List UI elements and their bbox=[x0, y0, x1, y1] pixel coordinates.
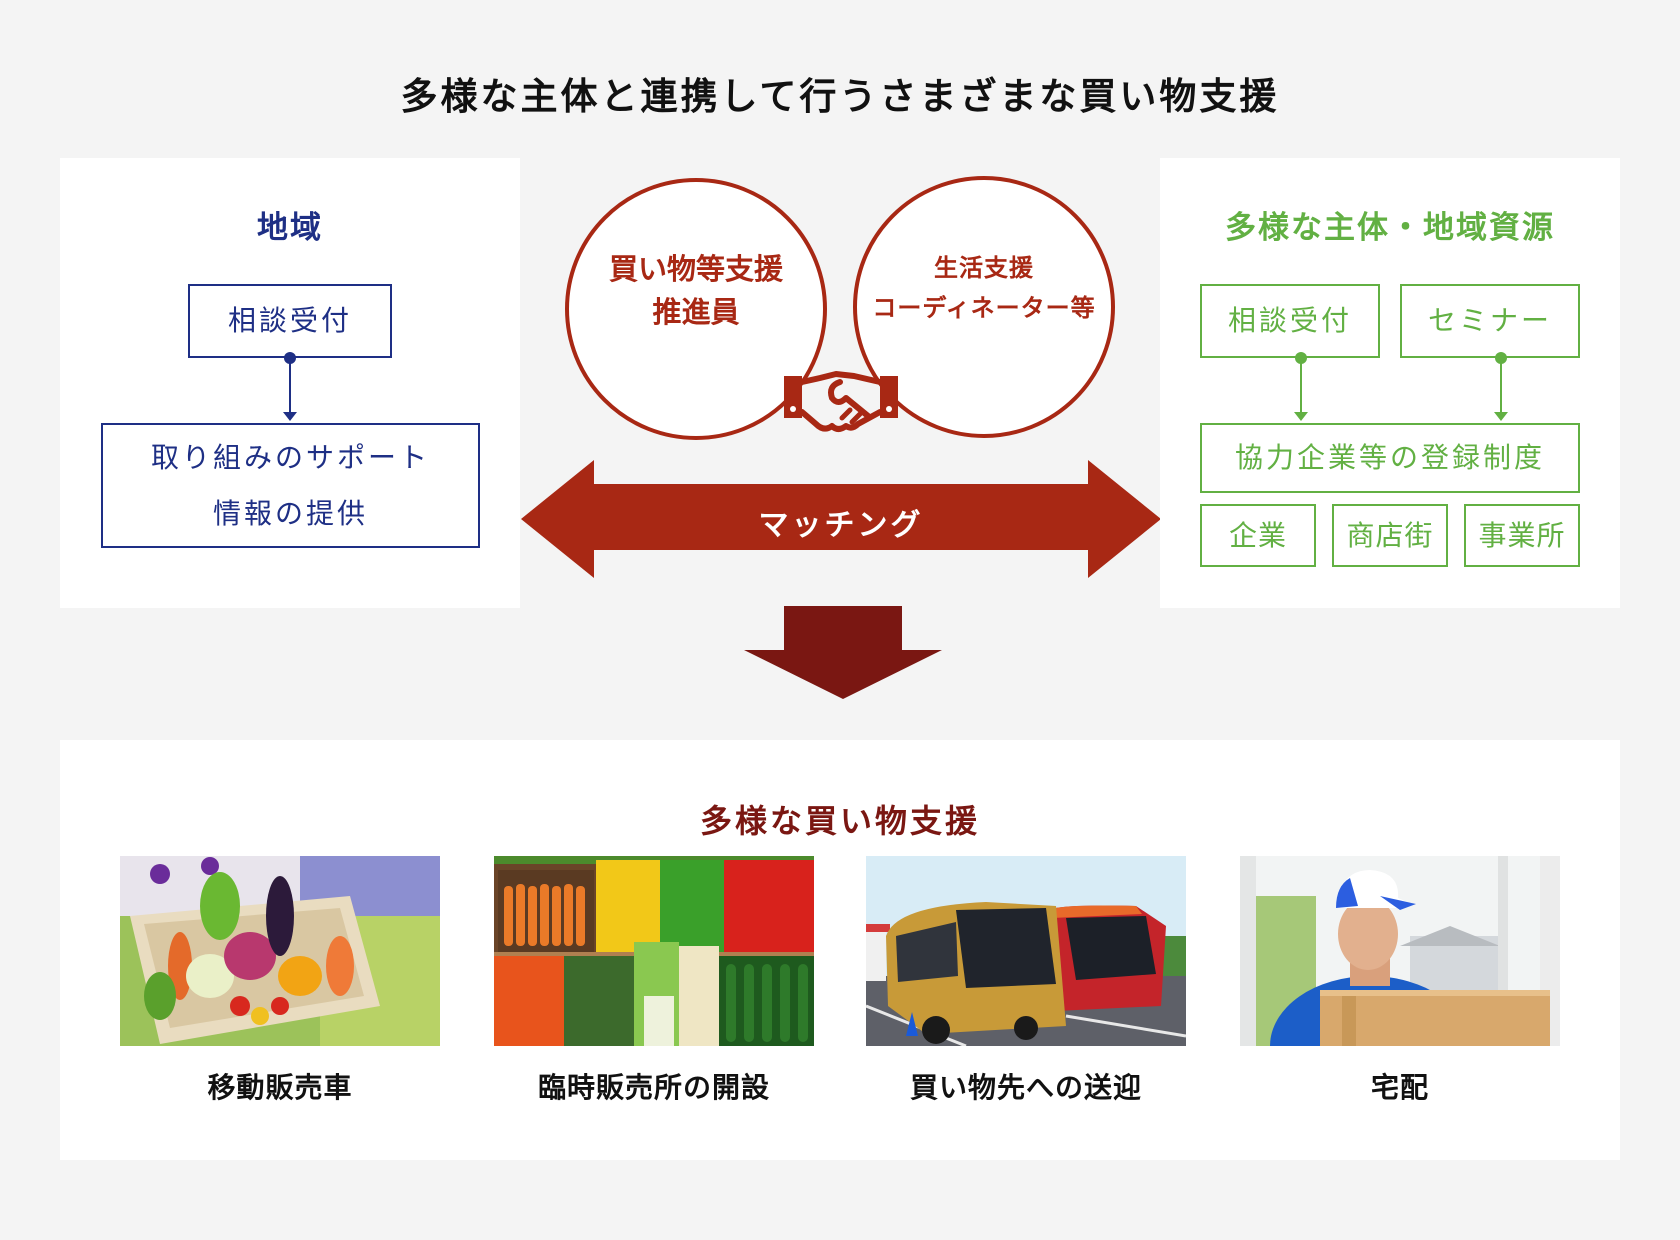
company-box: 企業 bbox=[1200, 504, 1316, 567]
arrow-down-icon bbox=[1294, 412, 1308, 421]
temporary-store-caption: 臨時販売所の開設 bbox=[537, 1071, 770, 1104]
delivery-man-photo bbox=[1240, 856, 1560, 1046]
arrow-down-icon bbox=[283, 412, 297, 421]
vegetable-basket-photo bbox=[120, 856, 440, 1046]
connector-line bbox=[289, 358, 291, 413]
promoter-line2: 推進員 bbox=[652, 295, 740, 329]
shopping-support-heading: 多様な買い物支援 bbox=[699, 802, 980, 840]
connector-line bbox=[1300, 358, 1302, 413]
info-label: 情報の提供 bbox=[212, 496, 368, 530]
mobile-sales-caption: 移動販売車 bbox=[207, 1071, 353, 1104]
registration-label: 協力企業等の登録制度 bbox=[1234, 441, 1545, 475]
promoter-circle: 買い物等支援 推進員 bbox=[565, 178, 827, 440]
seminar-box: セミナー bbox=[1400, 284, 1580, 358]
consultation-label-green: 相談受付 bbox=[1227, 304, 1352, 338]
home-delivery-caption: 宅配 bbox=[1370, 1071, 1429, 1104]
resources-heading: 多様な主体・地域資源 bbox=[1225, 210, 1555, 246]
produce-stand-photo bbox=[494, 856, 814, 1046]
region-heading: 地域 bbox=[257, 210, 323, 246]
registration-box: 協力企業等の登録制度 bbox=[1200, 423, 1580, 493]
buses-photo bbox=[866, 856, 1186, 1046]
coordinator-line2: コーディネーター等 bbox=[872, 294, 1096, 322]
coordinator-line1: 生活支援 bbox=[934, 254, 1034, 283]
consultation-label: 相談受付 bbox=[227, 304, 352, 338]
matching-label: マッチング bbox=[758, 508, 924, 543]
shuttle-caption: 買い物先への送迎 bbox=[909, 1071, 1142, 1104]
business-office-box: 事業所 bbox=[1464, 504, 1580, 567]
consultation-box: 相談受付 bbox=[188, 284, 392, 358]
page-title: 多様な主体と連携して行うさまざまな買い物支援 bbox=[400, 75, 1280, 118]
seminar-label: セミナー bbox=[1427, 304, 1552, 338]
matching-double-arrow bbox=[521, 460, 1161, 578]
support-label: 取り組みのサポート bbox=[150, 440, 430, 474]
business-office-label: 事業所 bbox=[1478, 518, 1566, 552]
region-panel: 地域 相談受付 取り組みのサポート 情報の提供 bbox=[60, 158, 520, 608]
connector-line bbox=[1500, 358, 1502, 413]
shopping-street-label: 商店街 bbox=[1346, 518, 1434, 552]
consultation-box-green: 相談受付 bbox=[1200, 284, 1380, 358]
promoter-line1: 買い物等支援 bbox=[608, 251, 783, 286]
arrow-down-icon bbox=[744, 606, 942, 699]
arrow-down-icon bbox=[1494, 412, 1508, 421]
shopping-street-box: 商店街 bbox=[1332, 504, 1448, 567]
resources-panel: 多様な主体・地域資源 相談受付 セミナー 協力企業等の登録制度 企業 商店街 事… bbox=[1160, 158, 1620, 608]
handshake-icon bbox=[784, 371, 898, 432]
company-label: 企業 bbox=[1228, 518, 1287, 552]
support-info-box: 取り組みのサポート 情報の提供 bbox=[101, 423, 480, 548]
